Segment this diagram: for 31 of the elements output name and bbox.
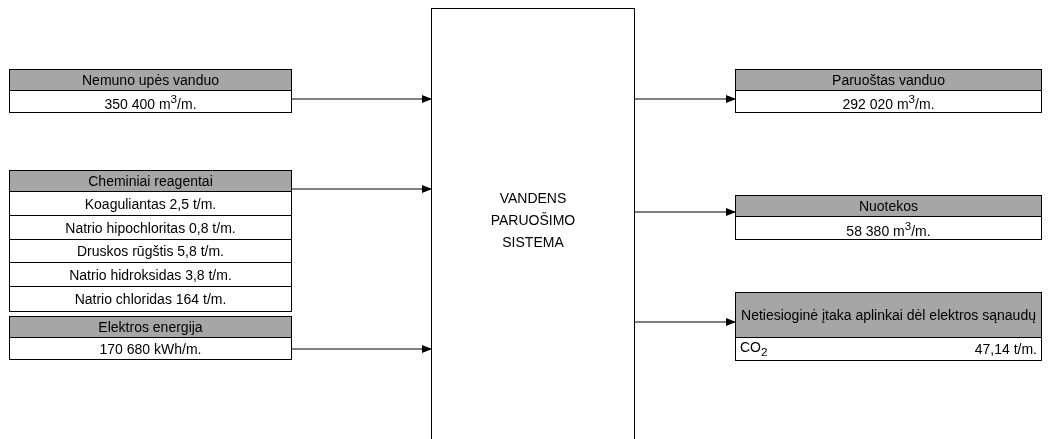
- system-label: VANDENS PARUOŠIMO SISTEMA: [489, 189, 577, 252]
- header-cell: Netiesioginė įtaka aplinkai dėl elektros sąnaudų: [736, 293, 1041, 338]
- arrow: [634, 318, 736, 326]
- header-cell: Elektros energija: [10, 317, 291, 338]
- arrow: [634, 208, 736, 216]
- output-box: [735, 69, 1042, 113]
- value-text: Koaguliantas 2,5 t/m.: [84, 194, 217, 214]
- input-box: [9, 316, 292, 360]
- value-text: 170 680 kWh/m.: [99, 339, 202, 359]
- substance-label: CO$_{2}$: [740, 337, 768, 360]
- header-cell: Nemuno upės vanduo: [10, 70, 291, 91]
- value-text: 292 020 m$^{3}$/m.: [842, 91, 935, 114]
- header-cell: Nuotekos: [736, 196, 1041, 217]
- header-cell: Cheminiai reagentai: [10, 171, 291, 192]
- value-text: 47,14 t/m.: [974, 340, 1037, 359]
- output-box: [735, 195, 1042, 240]
- input-box: [9, 170, 292, 312]
- arrow: [291, 345, 432, 353]
- value-text: Natrio hipochloritas 0,8 t/m.: [65, 218, 236, 238]
- value-text: 58 380 m$^{3}$/m.: [846, 217, 931, 241]
- header-cell: Paruoštas vanduo: [736, 70, 1041, 91]
- value-text: Druskos rūgštis 5,8 t/m.: [76, 242, 224, 261]
- arrow: [291, 95, 432, 103]
- arrow: [291, 185, 432, 193]
- input-box: [9, 69, 292, 113]
- output-box: [735, 292, 1042, 361]
- value-text: 350 400 m$^{3}$/m.: [104, 91, 197, 114]
- value-text: Natrio chloridas 164 t/m.: [74, 290, 227, 309]
- arrow: [634, 95, 736, 103]
- system-box: [431, 8, 635, 439]
- value-text: Natrio hidroksidas 3,8 t/m.: [69, 265, 232, 285]
